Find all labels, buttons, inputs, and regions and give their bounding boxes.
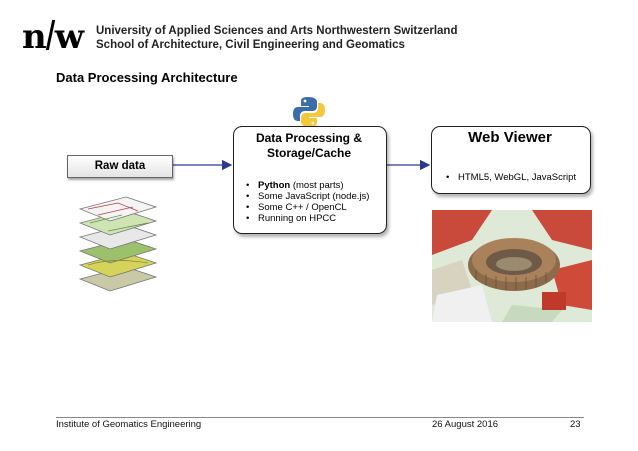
processing-box: [233, 126, 387, 234]
slide-title: Data Processing Architecture: [56, 70, 238, 85]
list-item: •Some JavaScript (node.js): [246, 191, 370, 202]
raw-data-box: Raw data: [67, 155, 173, 178]
processing-title-line2: Storage/Cache: [266, 146, 352, 160]
list-item: •Running on HPCC: [246, 213, 337, 224]
processing-title-line1: Data Processing &: [255, 131, 363, 145]
footer-page-number: 23: [570, 419, 581, 430]
footer-divider: [56, 417, 584, 418]
org-line-2: School of Architecture, Civil Engineerin…: [96, 39, 405, 51]
3d-city-rendering-image: [432, 210, 592, 322]
python-logo-icon: [293, 97, 325, 127]
web-viewer-box: [431, 126, 591, 194]
list-item: •HTML5, WebGL, JavaScript: [446, 172, 577, 183]
organization-name: University of Applied Sciences and Arts …: [96, 24, 457, 52]
list-item: •Python (most parts): [246, 180, 344, 191]
footer-institute: Institute of Geomatics Engineering: [56, 419, 202, 430]
layered-map-icon: [78, 196, 158, 292]
logo-w: w: [54, 17, 84, 57]
org-line-1: University of Applied Sciences and Arts …: [96, 25, 458, 37]
web-viewer-list: •HTML5, WebGL, JavaScript: [446, 172, 576, 183]
web-viewer-title: Web Viewer: [468, 129, 552, 146]
logo-n: n: [22, 17, 47, 57]
list-item: •Some C++ / OpenCL: [246, 202, 347, 213]
footer-date: 26 August 2016: [432, 419, 499, 430]
processing-list: •Python (most parts) •Some JavaScript (n…: [246, 180, 369, 224]
processing-title: Data Processing & Storage/Cache: [233, 131, 385, 161]
